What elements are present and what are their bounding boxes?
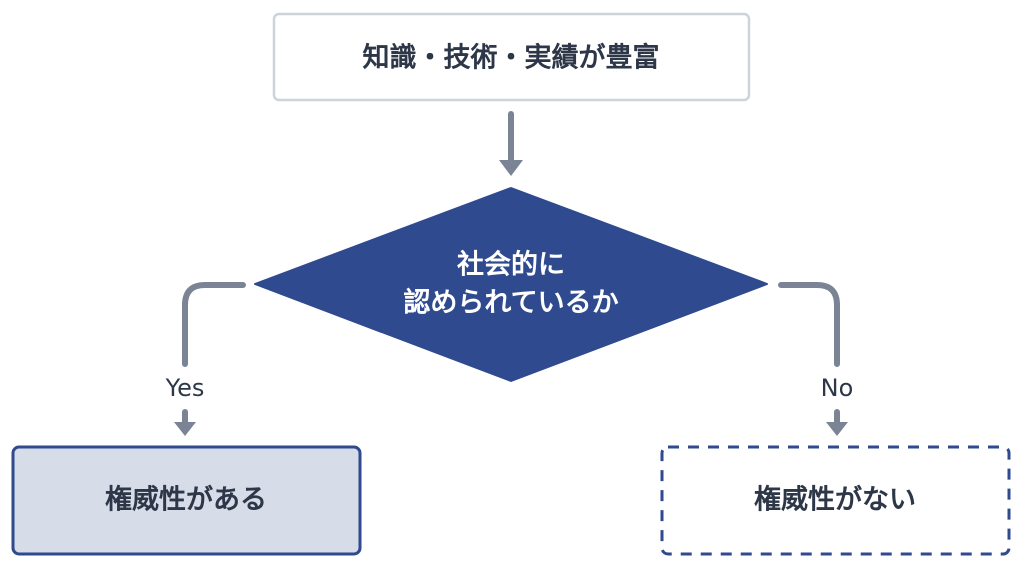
decision-diamond xyxy=(254,187,768,382)
no-result-label: 権威性がない xyxy=(754,484,916,516)
no-result-box xyxy=(660,445,1011,556)
yes-result-label: 権威性がある xyxy=(105,484,267,516)
no-edge-label: No xyxy=(821,374,854,402)
start-box-label: 知識・技術・実績が豊富 xyxy=(363,42,660,74)
no-connector xyxy=(778,282,840,367)
yes-connector xyxy=(182,282,246,367)
yes-edge-label: Yes xyxy=(165,374,205,402)
start-box xyxy=(272,12,751,102)
start-to-decision-arrowhead xyxy=(499,160,523,176)
decision-label-line1: 社会的に xyxy=(457,249,565,281)
decision-label-line2: 認められているか xyxy=(403,287,618,319)
no-arrowhead xyxy=(826,422,848,436)
yes-result-box xyxy=(11,445,362,556)
yes-arrowhead xyxy=(174,422,196,436)
